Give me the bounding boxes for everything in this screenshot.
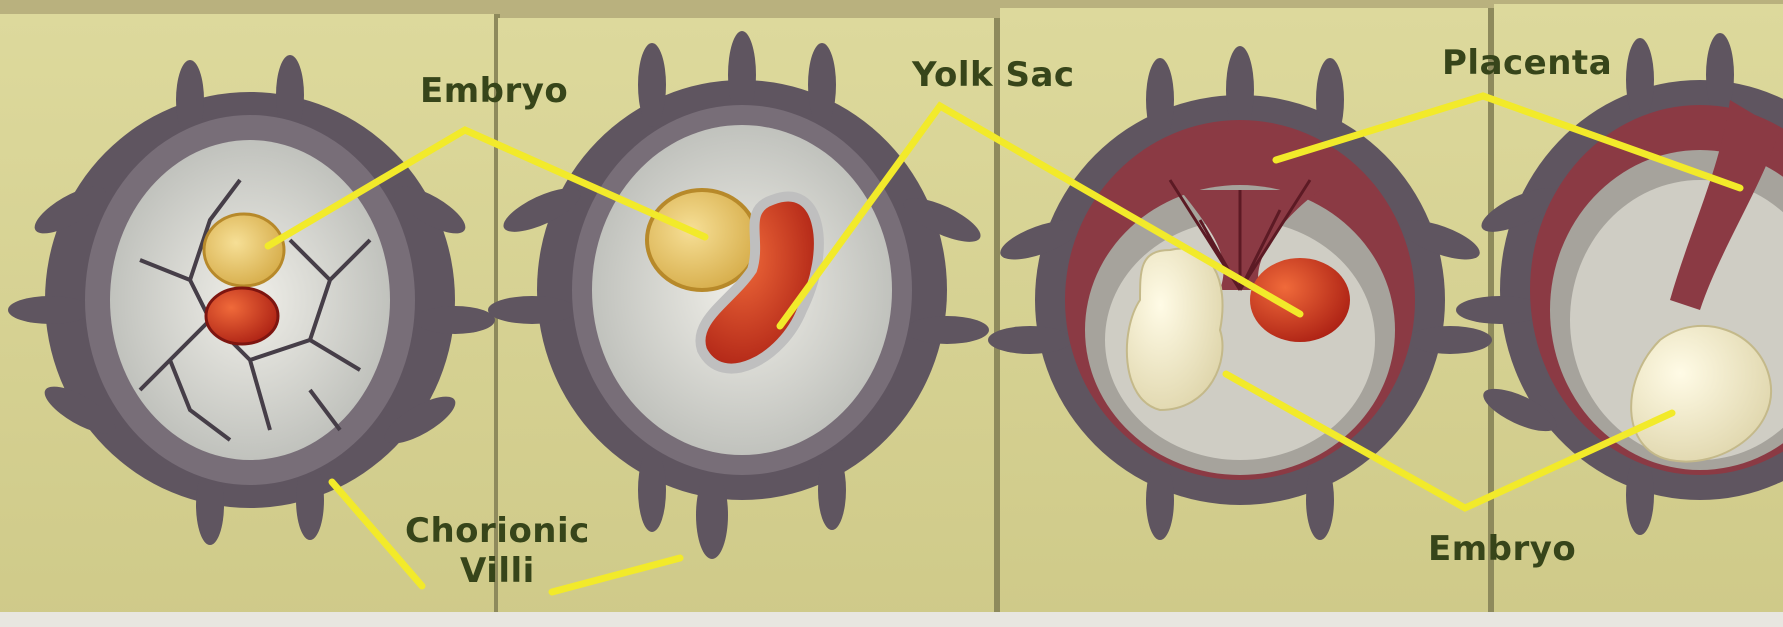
label-chorionic-villi: Chorionic Villi: [405, 511, 590, 591]
label-embryo-top: Embryo: [420, 74, 568, 108]
label-placenta: Placenta: [1442, 46, 1612, 80]
label-embryo-bottom: Embryo: [1428, 532, 1576, 566]
label-yolk-sac: Yolk Sac: [912, 58, 1075, 92]
label-chorionic-line1: Chorionic: [405, 511, 590, 551]
label-chorionic-line2: Villi: [405, 551, 590, 591]
shelf: [0, 612, 1783, 627]
